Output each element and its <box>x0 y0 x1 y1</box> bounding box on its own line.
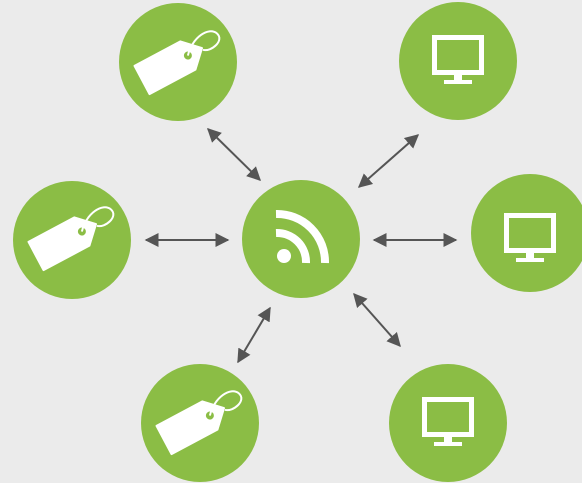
monitor-icon <box>504 213 556 262</box>
price-tag-icon <box>133 30 221 96</box>
price-tag-icon <box>27 206 115 272</box>
monitor-icon <box>432 35 484 84</box>
price-tag-icon <box>155 390 243 456</box>
node-monitor-middle-right <box>471 174 582 292</box>
connector-tag-top-left <box>207 128 261 181</box>
node-tag-middle-left <box>13 181 131 299</box>
node-tag-bottom-left <box>141 364 259 482</box>
connector-monitor-bottom-right <box>353 292 401 348</box>
monitor-icon <box>422 397 474 446</box>
connector-monitor-top-right <box>357 134 420 188</box>
hub-node <box>242 180 360 298</box>
connectors <box>144 128 458 364</box>
rss-feed-icon <box>275 209 330 264</box>
node-monitor-bottom-right <box>389 364 507 482</box>
node-monitor-top-right <box>399 2 517 120</box>
node-tag-top-left <box>119 3 237 121</box>
connector-tag-bottom-left <box>237 306 271 364</box>
